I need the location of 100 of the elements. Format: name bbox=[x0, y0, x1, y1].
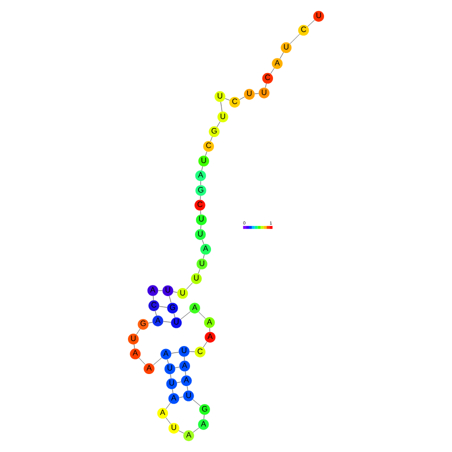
node-circle: A bbox=[183, 430, 194, 442]
node-circle: A bbox=[157, 408, 168, 419]
node-circle: A bbox=[198, 419, 209, 430]
node-circle: U bbox=[128, 334, 139, 344]
node-circle: G bbox=[195, 185, 206, 196]
connector bbox=[192, 399, 201, 406]
connector bbox=[170, 374, 172, 379]
connector bbox=[202, 240, 204, 244]
node-circle: U bbox=[313, 10, 324, 22]
connector bbox=[169, 296, 172, 304]
connector bbox=[155, 310, 157, 316]
connector bbox=[209, 328, 210, 332]
node-circle: A bbox=[195, 170, 206, 182]
connector bbox=[178, 396, 184, 398]
connector bbox=[180, 311, 191, 320]
node-circle: U bbox=[217, 112, 228, 122]
connector bbox=[202, 341, 208, 348]
node-circle: U bbox=[178, 346, 190, 357]
node-circle: A bbox=[152, 316, 164, 326]
node-circle: C bbox=[203, 140, 214, 152]
node-circle: G bbox=[167, 302, 178, 314]
node-circle: U bbox=[168, 422, 180, 434]
node-circle: A bbox=[147, 285, 158, 296]
node-circle: U bbox=[280, 42, 292, 54]
connector bbox=[134, 344, 135, 349]
connector bbox=[270, 68, 274, 74]
connector bbox=[167, 359, 169, 364]
node-circle: U bbox=[177, 288, 188, 299]
node-circle: G bbox=[199, 404, 210, 415]
node-circle: C bbox=[194, 200, 206, 211]
node-circle: A bbox=[189, 302, 200, 314]
node-circle: A bbox=[130, 348, 141, 360]
connector bbox=[176, 382, 182, 383]
connector bbox=[174, 366, 180, 368]
node-circle: U bbox=[244, 88, 255, 100]
node-circle: C bbox=[229, 96, 240, 108]
connector bbox=[186, 282, 193, 290]
connector bbox=[192, 428, 200, 433]
connector bbox=[205, 151, 208, 156]
node-circle: C bbox=[262, 72, 274, 84]
node-circle: U bbox=[198, 156, 210, 166]
connector bbox=[210, 136, 212, 142]
connector bbox=[185, 371, 186, 376]
node-circle: C bbox=[148, 300, 160, 312]
node-circle: A bbox=[204, 317, 215, 328]
node-circle: G bbox=[208, 126, 220, 138]
connector bbox=[184, 356, 185, 361]
node-circle: U bbox=[194, 229, 206, 240]
connector bbox=[280, 52, 284, 59]
node-circle: A bbox=[160, 348, 172, 360]
connector bbox=[200, 196, 201, 200]
connector bbox=[136, 328, 140, 335]
connector bbox=[172, 291, 178, 293]
connector bbox=[216, 121, 220, 128]
connector bbox=[198, 268, 200, 274]
connector bbox=[174, 313, 176, 318]
node-circle: U bbox=[196, 258, 208, 270]
node-circle: G bbox=[138, 318, 149, 330]
connector bbox=[166, 417, 171, 424]
connector bbox=[153, 357, 162, 366]
node-circle: A bbox=[168, 393, 180, 404]
connector bbox=[158, 290, 163, 291]
node-circle: U bbox=[170, 317, 182, 328]
connector bbox=[200, 225, 202, 230]
node-circle: A bbox=[144, 363, 154, 374]
connector bbox=[152, 296, 154, 300]
connector bbox=[200, 180, 201, 186]
connector bbox=[178, 430, 184, 434]
node-circle: U bbox=[214, 91, 226, 102]
connector bbox=[138, 358, 146, 365]
node-circle: U bbox=[166, 378, 178, 390]
connector bbox=[200, 210, 202, 215]
connector bbox=[172, 389, 174, 394]
connector bbox=[254, 93, 259, 94]
connector bbox=[239, 96, 245, 100]
node-circle: A bbox=[272, 58, 283, 69]
connector bbox=[224, 98, 230, 100]
node-circle: A bbox=[204, 332, 216, 343]
connector bbox=[166, 402, 171, 410]
connector bbox=[198, 312, 206, 319]
connector bbox=[290, 34, 300, 44]
connector bbox=[220, 102, 222, 112]
node-circle: U bbox=[183, 390, 194, 402]
connector bbox=[186, 386, 188, 391]
node-circle: C bbox=[194, 346, 206, 358]
node-circle: U bbox=[258, 88, 270, 98]
node-circle: A bbox=[200, 244, 212, 255]
connector bbox=[163, 321, 172, 322]
connector bbox=[307, 20, 315, 27]
node-circle: U bbox=[162, 285, 174, 296]
node-circle: A bbox=[181, 375, 192, 386]
connector bbox=[203, 254, 205, 259]
node-circle: A bbox=[179, 360, 190, 372]
node-circle: U bbox=[196, 214, 207, 226]
node-circle: U bbox=[164, 363, 176, 374]
node-circle: C bbox=[298, 24, 309, 36]
node-circle: U bbox=[190, 273, 202, 284]
connector bbox=[202, 166, 203, 171]
connector bbox=[159, 306, 168, 308]
connector bbox=[171, 352, 179, 354]
